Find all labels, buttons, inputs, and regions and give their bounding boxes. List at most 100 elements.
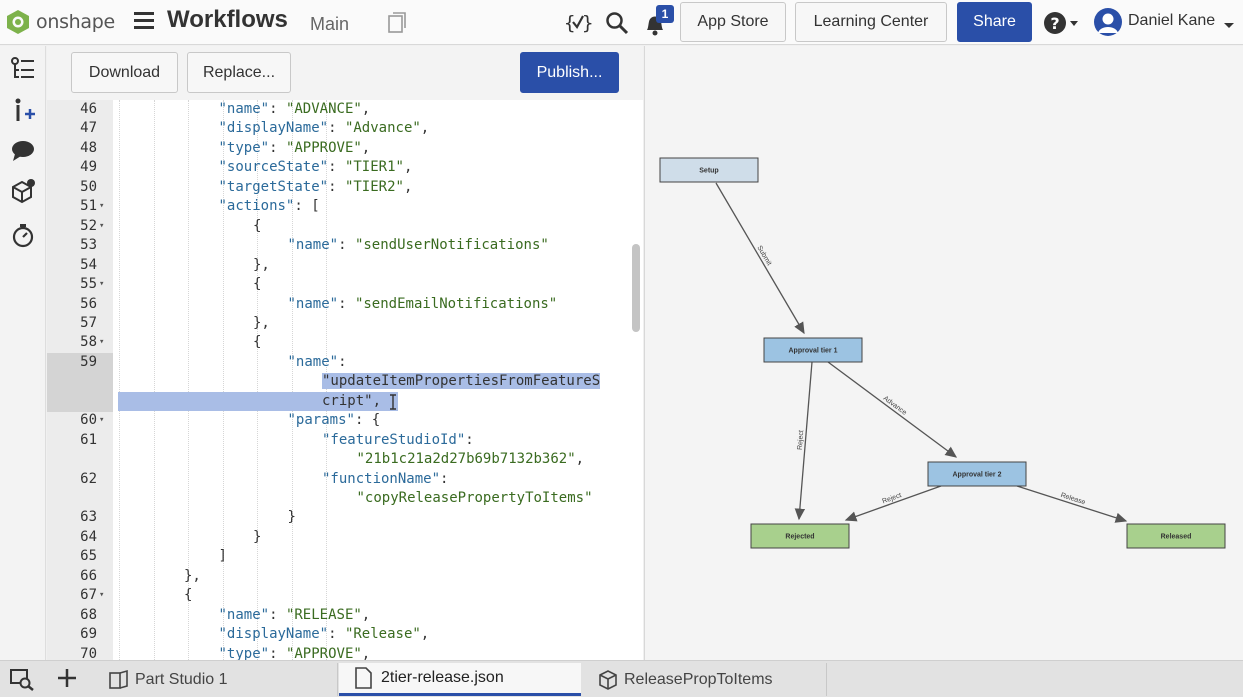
json-punctuation: :	[328, 626, 345, 643]
onshape-logo[interactable]: onshape	[6, 9, 115, 35]
tab-release-prop-to-items[interactable]: ReleasePropToItems	[583, 663, 827, 696]
code-line: 50"targetState": "TIER2",	[47, 178, 627, 197]
tab-manager-icon[interactable]	[10, 669, 34, 696]
document-icon	[355, 667, 372, 689]
fold-toggle-icon[interactable]: ▾	[99, 201, 105, 212]
json-punctuation: {	[253, 334, 262, 351]
json-punctuation: :	[465, 431, 474, 448]
active-line-gutter	[47, 372, 113, 393]
code-line: 62"functionName":	[47, 470, 627, 489]
comments-icon[interactable]	[10, 138, 36, 164]
add-tab-icon[interactable]	[56, 667, 78, 694]
code-text: "type": "APPROVE",	[219, 645, 371, 660]
transition-arrow[interactable]	[844, 485, 942, 522]
code-line: 56"name": "sendEmailNotifications"	[47, 295, 627, 314]
json-string: "RELEASE"	[285, 606, 362, 623]
svg-text:?: ?	[1050, 14, 1059, 33]
variable-icon[interactable]: {}	[564, 9, 593, 40]
publish-button[interactable]: Publish...	[520, 52, 619, 93]
active-line-gutter	[47, 391, 113, 412]
json-key: "name"	[287, 353, 339, 370]
line-number: 50	[80, 178, 97, 195]
chevron-down-icon[interactable]	[1223, 17, 1235, 35]
line-number: 68	[80, 606, 97, 623]
transition-arrow[interactable]	[794, 361, 813, 521]
code-line: 63}	[47, 508, 627, 527]
tab-2tier-release-json[interactable]: 2tier-release.json	[339, 663, 581, 696]
transition-arrow[interactable]	[827, 361, 958, 458]
editor-scrollbar[interactable]	[632, 244, 640, 332]
code-line: 68"name": "RELEASE",	[47, 606, 627, 625]
line-number: 63	[80, 509, 97, 526]
history-timer-icon[interactable]	[10, 222, 36, 248]
json-key: "params"	[287, 412, 355, 429]
learning-center-button[interactable]: Learning Center	[795, 2, 947, 42]
json-punctuation: :	[328, 159, 345, 176]
tab-part-studio-1[interactable]: Part Studio 1	[94, 663, 338, 696]
state-node-tier2[interactable]: Approval tier 2	[927, 461, 1027, 487]
user-name[interactable]: Daniel Kane	[1128, 12, 1216, 29]
json-punctuation: ,	[575, 451, 585, 468]
insert-icon[interactable]	[10, 98, 36, 124]
json-punctuation: },	[253, 256, 270, 273]
code-line: "21b1c21a2d27b69b7132b362",	[47, 450, 627, 469]
share-button[interactable]: Share	[957, 2, 1032, 42]
json-punctuation: :	[328, 178, 345, 195]
json-string: "APPROVE"	[285, 139, 362, 156]
json-punctuation: :	[338, 295, 355, 312]
state-box	[659, 157, 759, 183]
feature-list-icon[interactable]	[10, 56, 36, 82]
version-graph-icon[interactable]	[387, 12, 407, 39]
fold-toggle-icon[interactable]: ▾	[99, 590, 105, 601]
state-node-tier1[interactable]: Approval tier 1	[763, 337, 863, 363]
json-string: "Release"	[344, 626, 421, 643]
state-box	[1126, 523, 1226, 549]
feature-studio-icon	[599, 669, 617, 690]
state-label: Approval tier 2	[952, 472, 1001, 479]
json-code-editor[interactable]: 46"name": "ADVANCE",47"displayName": "Ad…	[47, 100, 643, 660]
json-punctuation: :	[328, 120, 345, 137]
download-button[interactable]: Download	[71, 52, 178, 93]
line-number: 53	[80, 237, 97, 254]
json-string: "TIER2"	[344, 178, 404, 195]
code-line: 69"displayName": "Release",	[47, 625, 627, 644]
transition-label: Reject	[797, 430, 806, 450]
json-punctuation: : {	[354, 412, 381, 429]
code-line: 59"name":	[47, 353, 627, 372]
code-line: 70"type": "APPROVE",	[47, 645, 627, 660]
line-number: 60	[80, 412, 97, 429]
code-text: "copyReleasePropertyToItems"	[357, 489, 593, 508]
search-icon[interactable]	[605, 11, 629, 40]
state-label: Released	[1161, 534, 1192, 541]
notification-count-badge: 1	[656, 5, 674, 23]
configuration-icon[interactable]	[10, 178, 36, 204]
line-number: 52	[80, 217, 97, 234]
menu-icon[interactable]	[134, 12, 154, 30]
state-node-setup[interactable]: Setup	[659, 157, 759, 183]
tab-label: ReleasePropToItems	[624, 670, 773, 688]
app-store-button[interactable]: App Store	[680, 2, 786, 42]
fold-toggle-icon[interactable]: ▾	[99, 415, 105, 426]
fold-toggle-icon[interactable]: ▾	[99, 337, 105, 348]
json-punctuation: ,	[361, 139, 371, 156]
avatar[interactable]	[1093, 7, 1123, 42]
transition-arrow[interactable]	[715, 182, 805, 335]
transition-arrow[interactable]	[1016, 485, 1128, 523]
fold-toggle-icon[interactable]: ▾	[99, 279, 105, 290]
state-node-rejected[interactable]: Rejected	[750, 523, 850, 549]
code-line: 67▾{	[47, 586, 627, 605]
help-icon[interactable]: ?	[1043, 11, 1079, 40]
replace-button[interactable]: Replace...	[187, 52, 291, 93]
fold-toggle-icon[interactable]: ▾	[99, 220, 105, 231]
line-number: 54	[80, 256, 97, 273]
indent-guide	[257, 100, 258, 660]
code-line: 46"name": "ADVANCE",	[47, 100, 627, 119]
line-number: 66	[80, 567, 97, 584]
state-node-released[interactable]: Released	[1126, 523, 1226, 549]
json-key: "name"	[287, 295, 339, 312]
code-line: 49"sourceState": "TIER1",	[47, 158, 627, 177]
code-line: 65]	[47, 547, 627, 566]
json-punctuation: :	[440, 470, 449, 487]
state-box	[927, 461, 1027, 487]
json-punctuation: ,	[420, 626, 430, 643]
